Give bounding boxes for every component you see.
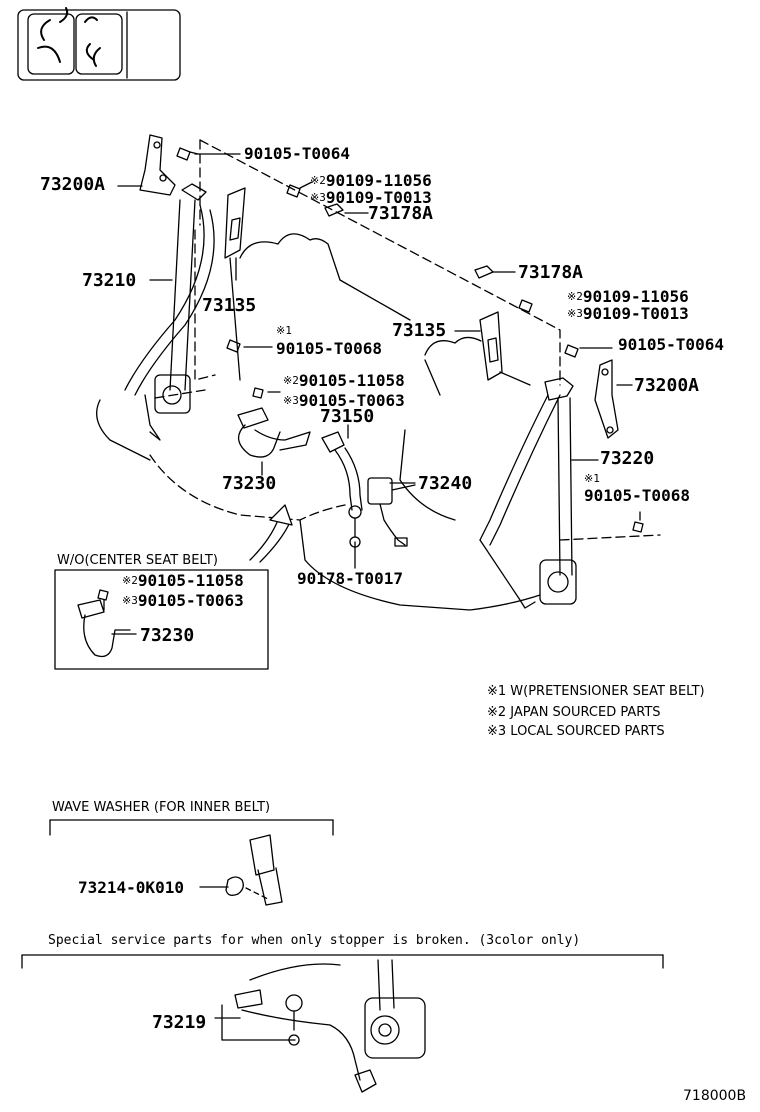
right-retractor-belt [479, 377, 577, 609]
mark-1: ※1 [276, 324, 292, 337]
wave-washer-title: WAVE WASHER (FOR INNER BELT) [52, 800, 271, 815]
label-90109-T0013-right: ※390109-T0013 [567, 305, 689, 323]
center-belt-73150 [321, 431, 363, 548]
part-number: 90109-T0013 [325, 188, 432, 207]
label-90109-T0013-left: ※390109-T0013 [310, 189, 432, 207]
label-90105-11058-box: ※290105-11058 [122, 572, 244, 590]
label-73214-0K010: 73214-0K010 [78, 878, 184, 897]
label-73210: 73210 [82, 270, 137, 291]
pretensioner-buckle-73240 [367, 477, 416, 547]
mark-2: ※2 [310, 174, 326, 187]
part-number: 90109-11056 [582, 287, 689, 306]
label-90105-11058-mid: ※290105-11058 [283, 372, 405, 390]
label-90109-11056-right: ※290109-11056 [567, 288, 689, 306]
label-90105-T0064-right: 90105-T0064 [618, 335, 724, 354]
label-73150: 73150 [320, 406, 375, 427]
mark-3: ※3 [310, 191, 326, 204]
label-73240: 73240 [418, 473, 473, 494]
part-number: 90105-T0063 [137, 591, 244, 610]
label-90178-T0017: 90178-T0017 [297, 569, 403, 588]
part-number: 90109-11056 [325, 171, 432, 190]
label-73135-left: 73135 [202, 295, 257, 316]
mark-1-right: ※1 [584, 470, 600, 488]
label-90105-T0068-right: 90105-T0068 [584, 486, 690, 505]
label-90105-T0064-left: 90105-T0064 [244, 144, 350, 163]
label-90105-T0063-box: ※390105-T0063 [122, 592, 244, 610]
right-anchor-plate [594, 359, 633, 439]
leader-lines [117, 181, 599, 1019]
part-number: 90105-11058 [137, 571, 244, 590]
label-73219: 73219 [152, 1012, 207, 1033]
mark-2: ※2 [122, 574, 138, 587]
wo-center-title: W/O(CENTER SEAT BELT) [57, 553, 218, 568]
arrow-to-center [249, 504, 293, 563]
legend-mark-3: ※3 LOCAL SOURCED PARTS [487, 724, 665, 739]
special-service-section [21, 954, 664, 1093]
legend-mark-1: ※1 W(PRETENSIONER SEAT BELT) [487, 684, 705, 699]
left-anchor-plate [139, 134, 241, 196]
label-73135-right: 73135 [392, 320, 447, 341]
label-73178A-left: 73178A [368, 203, 434, 224]
mark-3: ※3 [122, 594, 138, 607]
vehicle-seat-icon [17, 7, 181, 81]
mark-3: ※3 [567, 307, 583, 320]
label-73178A-right: 73178A [518, 262, 584, 283]
label-73200A-left: 73200A [40, 174, 106, 195]
mark-3: ※3 [283, 394, 299, 407]
part-number: 90105-11058 [298, 371, 405, 390]
left-pillar-trim [224, 187, 246, 281]
right-pillar-trim [479, 311, 503, 381]
label-73200A-right: 73200A [634, 375, 700, 396]
part-number: 90109-T0013 [582, 304, 689, 323]
label-73220: 73220 [600, 448, 655, 469]
label-90109-11056-left: ※290109-11056 [310, 172, 432, 190]
legend-mark-2: ※2 JAPAN SOURCED PARTS [487, 705, 661, 720]
left-retractor-belt [124, 183, 215, 441]
mark-2: ※2 [283, 374, 299, 387]
label-73230-box: 73230 [140, 625, 195, 646]
rear-seat-outline [149, 139, 661, 541]
center-buckle [237, 407, 311, 476]
mark-1: ※1 [584, 472, 600, 485]
figure-id: 718000B [683, 1088, 747, 1104]
wo-center-box [54, 569, 269, 670]
label-90105-T0068-left: 90105-T0068 [276, 339, 382, 358]
special-service-title: Special service parts for when only stop… [48, 933, 581, 948]
part-number: 90105-T0063 [298, 391, 405, 410]
left-bolts [176, 147, 344, 399]
label-90105-T0063-mid: ※390105-T0063 [283, 392, 405, 410]
right-bolts [474, 265, 644, 533]
wave-washer-section [49, 819, 334, 906]
mark-2: ※2 [567, 290, 583, 303]
seat-cushion-contour [96, 233, 541, 611]
label-73230-mid: 73230 [222, 473, 277, 494]
mark-1-left: ※1 [276, 322, 292, 340]
